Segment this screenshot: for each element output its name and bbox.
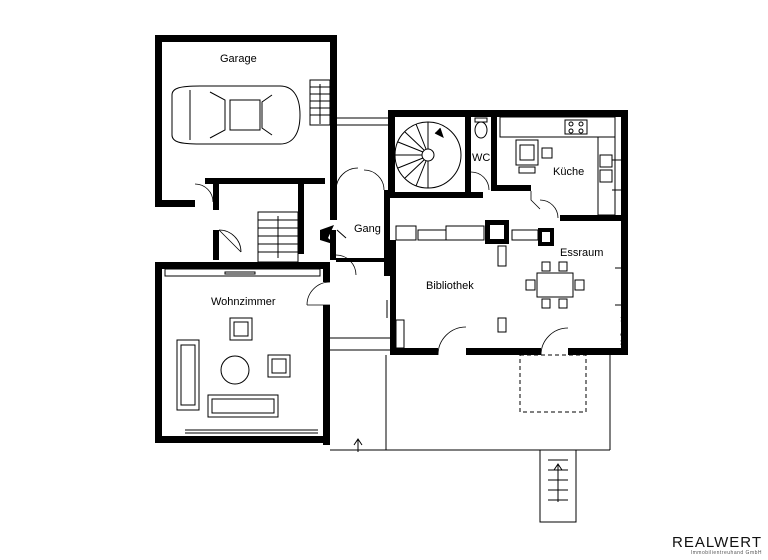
room-label-essraum: Essraum [560,247,603,259]
wc-walls [388,110,628,355]
brand-logo: REALWERT Immobilientreuhand GmbH [672,535,762,556]
garage-stairs [309,79,331,126]
bookshelves [395,225,539,349]
room-label-wohnzimmer: Wohnzimmer [211,296,276,308]
sofa-icon [176,339,279,418]
gang-walls [330,150,390,270]
window-frames [157,268,327,434]
entry-walls [185,180,304,260]
step-arrow-icon [353,438,363,452]
toilet-icon [474,117,488,139]
room-label-kueche: Küche [553,166,584,178]
room-label-garage: Garage [220,53,257,65]
door-swing [218,229,242,253]
kitchen-furniture [499,116,627,216]
dining-table-icon [525,261,585,309]
car-icon [171,85,301,145]
brand-tagline: Immobilientreuhand GmbH [690,550,762,556]
credit-label: McGrundriss [621,311,627,345]
armchair-icon [229,317,291,378]
room-label-bibliothek: Bibliothek [426,280,474,292]
terrace-stairs [539,449,577,523]
main-stairs [257,211,299,263]
brand-name: REALWERT [672,534,762,551]
room-label-gang: Gang [354,223,381,235]
coffee-table-icon [220,355,250,385]
entrance-door-icon [320,225,336,245]
spiral-staircase [394,121,462,189]
room-label-wc: WC [472,152,490,164]
